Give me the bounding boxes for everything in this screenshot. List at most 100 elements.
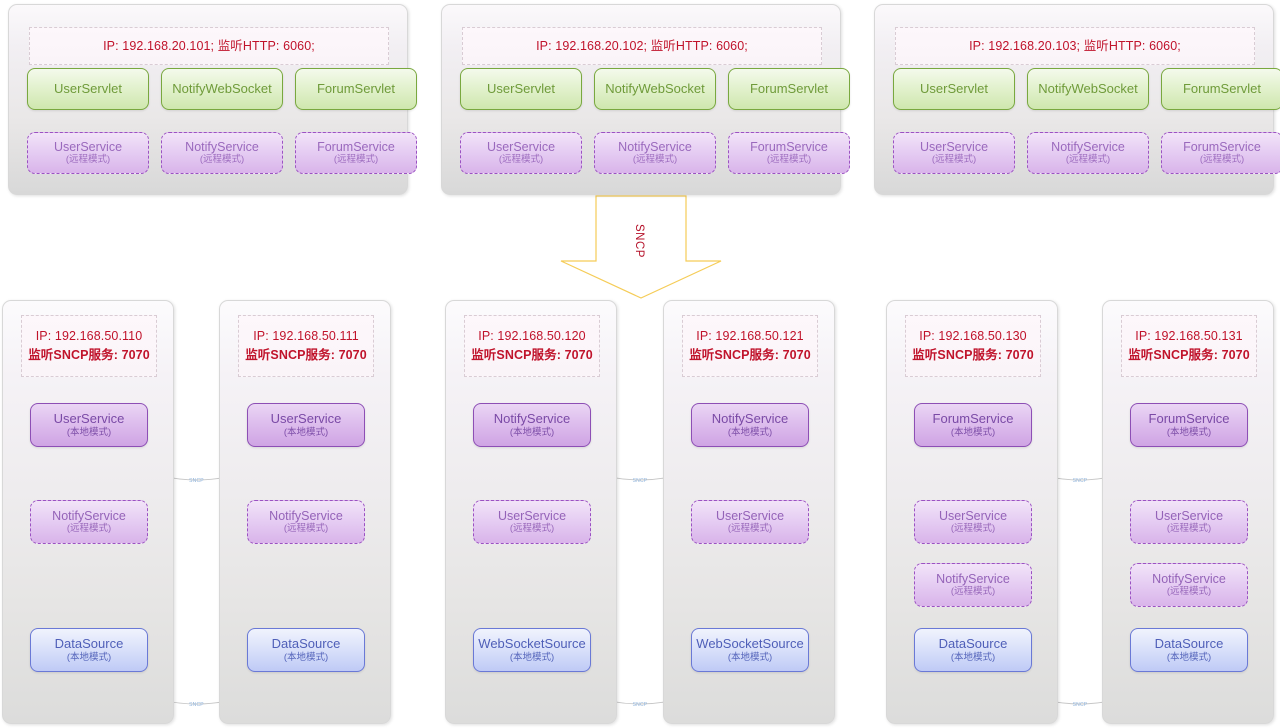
- service-mode: (远程模式): [766, 154, 812, 166]
- component-name: ForumService: [1148, 410, 1230, 426]
- component-name: NotifyService: [269, 508, 343, 523]
- servlet-box[interactable]: UserServlet: [893, 68, 1015, 110]
- datasource-box[interactable]: DataSource(本地模式): [247, 628, 365, 672]
- host-ip-address: IP: 192.168.50.120: [478, 329, 586, 343]
- service-box-remote[interactable]: UserService(远程模式): [893, 132, 1015, 174]
- service-box-local[interactable]: UserService(本地模式): [247, 403, 365, 447]
- component-mode: (本地模式): [509, 651, 555, 663]
- service-box-remote[interactable]: UserService(远程模式): [691, 500, 809, 544]
- component-name: WebSocketSource: [696, 635, 804, 651]
- component-name: DataSource: [938, 635, 1008, 651]
- service-mode: (远程模式): [65, 154, 111, 166]
- host-ip-text: IP: 192.168.20.101; 监听HTTP: 6060;: [103, 38, 315, 53]
- service-mode: (远程模式): [1199, 154, 1245, 166]
- servlet-box[interactable]: ForumServlet: [1161, 68, 1280, 110]
- servlet-box[interactable]: UserServlet: [27, 68, 149, 110]
- web-host-panel: IP: 192.168.20.101; 监听HTTP: 6060; UserSer…: [8, 4, 417, 195]
- host-ip-address: IP: 192.168.50.110: [35, 329, 143, 343]
- host-ip-address: IP: 192.168.50.121: [696, 329, 804, 343]
- service-box-local[interactable]: ForumService(本地模式): [914, 403, 1032, 447]
- connector-protocol-label: SNCP: [189, 702, 204, 709]
- component-mode: (本地模式): [727, 651, 773, 663]
- host-ip-info: IP: 192.168.50.121 监听SNCP服务: 7070: [682, 315, 818, 377]
- service-box-remote[interactable]: UserService(远程模式): [27, 132, 149, 174]
- service-box-remote[interactable]: UserService(远程模式): [1130, 500, 1248, 544]
- datasource-box[interactable]: DataSource(本地模式): [1130, 628, 1248, 672]
- datasource-box[interactable]: DataSource(本地模式): [914, 628, 1032, 672]
- service-box-remote[interactable]: NotifyService(远程模式): [161, 132, 283, 174]
- service-box-local[interactable]: NotifyService(本地模式): [473, 403, 591, 447]
- web-host-panel: IP: 192.168.20.102; 监听HTTP: 6060; UserSer…: [441, 4, 850, 195]
- service-box-remote[interactable]: UserService(远程模式): [460, 132, 582, 174]
- servlet-name: ForumServlet: [316, 80, 396, 96]
- connector-protocol-label: SNCP: [632, 702, 648, 709]
- sncp-protocol-label: SNCP: [633, 224, 645, 258]
- service-box-local[interactable]: NotifyService(本地模式): [691, 403, 809, 447]
- service-mode: (远程模式): [931, 154, 977, 166]
- connector-protocol-label: SNCP: [189, 478, 204, 485]
- service-name: ForumService: [317, 139, 395, 154]
- component-mode: (本地模式): [1166, 426, 1212, 438]
- component-mode: (本地模式): [283, 426, 329, 438]
- servlet-box[interactable]: NotifyWebSocket: [1027, 68, 1149, 110]
- service-name: NotifyService: [1051, 139, 1125, 154]
- servlet-box[interactable]: NotifyWebSocket: [161, 68, 283, 110]
- service-box-remote[interactable]: NotifyService(远程模式): [1130, 563, 1248, 607]
- service-box-remote[interactable]: NotifyService(远程模式): [247, 500, 365, 544]
- component-mode: (远程模式): [950, 586, 996, 598]
- service-mode: (远程模式): [333, 154, 379, 166]
- service-box-remote[interactable]: NotifyService(远程模式): [594, 132, 716, 174]
- service-box-local[interactable]: UserService(本地模式): [30, 403, 148, 447]
- service-box-remote[interactable]: NotifyService(远程模式): [914, 563, 1032, 607]
- component-name: DataSource: [54, 635, 124, 651]
- component-mode: (本地模式): [950, 426, 996, 438]
- connector-protocol-label: SNCP: [1072, 478, 1088, 485]
- host-sncp-port: 监听SNCP服务: 7070: [1128, 348, 1250, 362]
- service-mode: (远程模式): [498, 154, 544, 166]
- service-name: UserService: [919, 139, 989, 154]
- service-box-remote[interactable]: UserService(远程模式): [473, 500, 591, 544]
- datasource-box[interactable]: WebSocketSource(本地模式): [473, 628, 591, 672]
- host-ip-info: IP: 192.168.20.102; 监听HTTP: 6060;: [462, 27, 822, 65]
- component-mode: (本地模式): [950, 651, 996, 663]
- service-mode: (远程模式): [1065, 154, 1111, 166]
- servlet-box[interactable]: NotifyWebSocket: [594, 68, 716, 110]
- component-name: UserService: [497, 508, 567, 523]
- service-name: NotifyService: [618, 139, 692, 154]
- host-ip-address: IP: 192.168.50.130: [919, 329, 1027, 343]
- component-name: ForumService: [932, 410, 1014, 426]
- host-ip-text: IP: 192.168.20.103; 监听HTTP: 6060;: [969, 38, 1181, 53]
- servlet-name: UserServlet: [487, 80, 555, 96]
- service-box-remote[interactable]: ForumService(远程模式): [295, 132, 417, 174]
- service-box-local[interactable]: ForumService(本地模式): [1130, 403, 1248, 447]
- component-name: DataSource: [271, 635, 341, 651]
- component-mode: (本地模式): [66, 426, 112, 438]
- component-mode: (本地模式): [727, 426, 773, 438]
- servlet-name: UserServlet: [920, 80, 988, 96]
- web-host-panel: IP: 192.168.20.103; 监听HTTP: 6060; UserSer…: [874, 4, 1280, 195]
- service-box-remote[interactable]: NotifyService(远程模式): [1027, 132, 1149, 174]
- service-box-remote[interactable]: ForumService(远程模式): [728, 132, 850, 174]
- service-box-remote[interactable]: NotifyService(远程模式): [30, 500, 148, 544]
- component-mode: (远程模式): [727, 523, 773, 535]
- service-box-remote[interactable]: ForumService(远程模式): [1161, 132, 1280, 174]
- servlet-name: UserServlet: [54, 80, 122, 96]
- component-name: NotifyService: [493, 410, 571, 426]
- host-sncp-port: 监听SNCP服务: 7070: [245, 348, 367, 362]
- servlet-name: NotifyWebSocket: [605, 80, 705, 96]
- servlet-box[interactable]: UserServlet: [460, 68, 582, 110]
- component-name: UserService: [1154, 508, 1224, 523]
- datasource-box[interactable]: DataSource(本地模式): [30, 628, 148, 672]
- component-mode: (远程模式): [66, 523, 112, 535]
- datasource-box[interactable]: WebSocketSource(本地模式): [691, 628, 809, 672]
- connector-protocol-label: SNCP: [1072, 702, 1088, 709]
- servlet-box[interactable]: ForumServlet: [728, 68, 850, 110]
- host-sncp-port: 监听SNCP服务: 7070: [689, 348, 811, 362]
- servlet-box[interactable]: ForumServlet: [295, 68, 417, 110]
- service-box-remote[interactable]: UserService(远程模式): [914, 500, 1032, 544]
